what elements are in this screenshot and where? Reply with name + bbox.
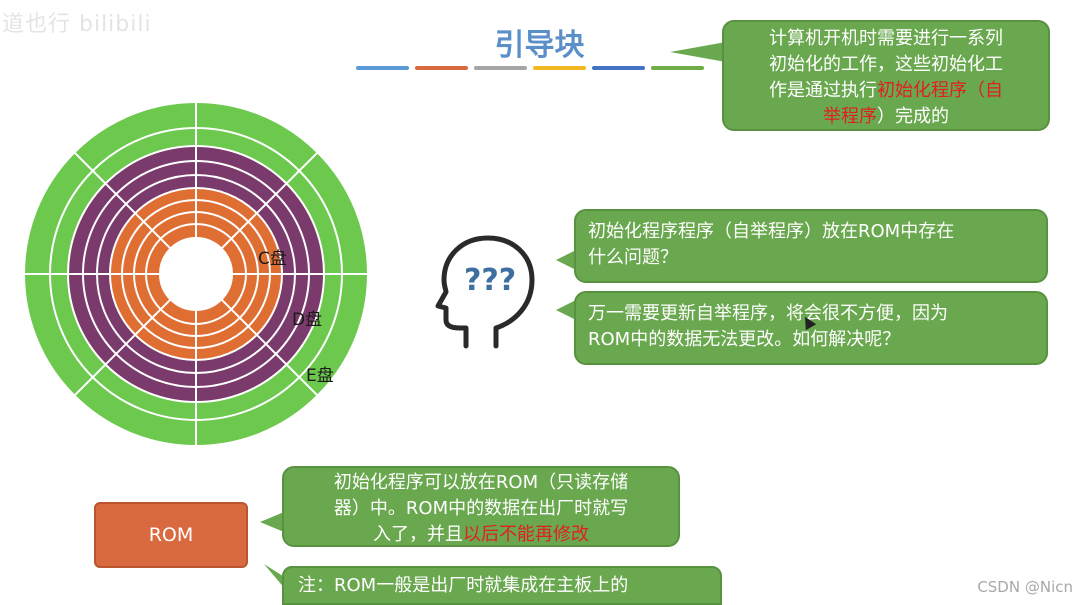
title-underline-segment — [474, 66, 527, 70]
bubble-top-highlight2: 举程序 — [823, 106, 877, 127]
bubble-rom-line2: 器）中。ROM中的数据在出厂时就写 — [333, 498, 629, 519]
disk-label-c: C盘 — [258, 249, 287, 269]
bubble-question-1: 初始化程序程序（自举程序）放在ROM中存在 什么问题？ — [574, 209, 1048, 283]
disk-sector-line — [73, 298, 172, 397]
bubble-rom-highlight: 以后不能再修改 — [463, 524, 589, 545]
watermark-logo: 道也行 bilibili — [2, 12, 152, 37]
bubble-q1-tail — [556, 250, 576, 270]
bubble-top-line2: 初始化的工作，这些初始化工 — [769, 54, 1003, 75]
rom-box: ROM — [94, 502, 248, 568]
bubble-note-text: 注：ROM一般是出厂时就集成在主板上的 — [298, 575, 629, 596]
disk-hub — [159, 237, 233, 311]
question-marks: ??? — [464, 263, 516, 298]
bubble-q2-line1: 万一需要更新自举程序，将会很不方便，因为 — [588, 303, 948, 324]
disk-label-e: E盘 — [306, 366, 334, 386]
disk-sector-line — [73, 151, 172, 250]
bubble-rom: 初始化程序可以放在ROM（只读存储 器）中。ROM中的数据在出厂时就写 入了，并… — [282, 466, 680, 547]
page-title: 引导块 — [494, 28, 585, 63]
disk-sector-line — [220, 151, 319, 250]
disk-label-d: D盘 — [292, 310, 322, 330]
bubble-q1-line2: 什么问题？ — [588, 247, 678, 268]
title-underline-segment — [651, 66, 704, 70]
csdn-watermark: CSDN @Nicn — [977, 578, 1073, 596]
title-underline-segment — [415, 66, 468, 70]
thinking-head-icon: ??? — [435, 235, 535, 349]
bubble-q1-line1: 初始化程序程序（自举程序）放在ROM中存在 — [588, 221, 955, 242]
bubble-rom-tail — [260, 512, 284, 532]
rom-label: ROM — [148, 524, 194, 546]
bubble-note-pointer — [264, 564, 286, 590]
title-underline-segment — [356, 66, 409, 70]
bubble-top-highlight1: 初始化程序（自 — [877, 80, 1003, 101]
bubble-note: 注：ROM一般是出厂时就集成在主板上的 — [282, 566, 722, 605]
bubble-rom-line1: 初始化程序可以放在ROM（只读存储 — [333, 472, 629, 493]
bubble-q2-tail — [556, 300, 576, 320]
bubble-top-line4: ）完成的 — [877, 106, 949, 127]
bubble-top-tail — [670, 42, 726, 62]
bubble-top-line3a: 作是通过执行 — [769, 80, 877, 101]
disk-diagram: C盘 D盘 E盘 — [23, 101, 369, 447]
bubble-question-2: 万一需要更新自举程序，将会很不方便，因为 ROM中的数据无法更改。如何解决呢？ — [574, 291, 1048, 365]
title-underline-segment — [533, 66, 586, 70]
disk-sector-line — [220, 298, 319, 397]
bubble-q2-line2: ROM中的数据无法更改。如何解决呢？ — [588, 329, 901, 350]
title-underline-segment — [592, 66, 645, 70]
bubble-top: 计算机开机时需要进行一系列 初始化的工作，这些初始化工 作是通过执行初始化程序（… — [722, 20, 1050, 131]
bubble-rom-line3: 入了，并且 — [373, 524, 463, 545]
bubble-top-line1: 计算机开机时需要进行一系列 — [769, 28, 1003, 49]
